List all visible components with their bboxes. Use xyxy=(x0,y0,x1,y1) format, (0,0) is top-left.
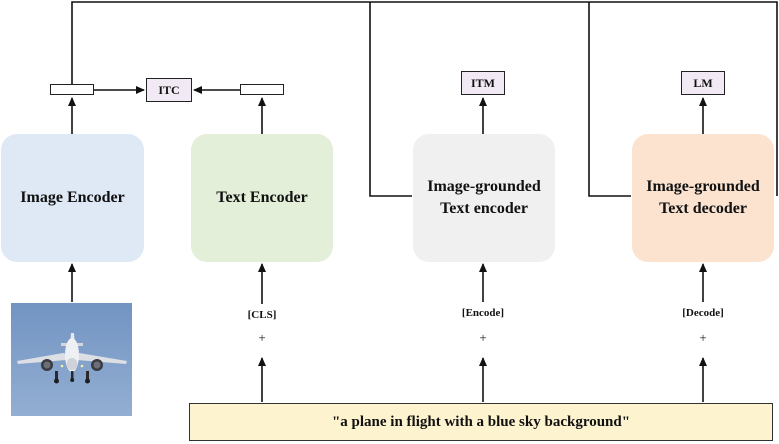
connector-to-grounded-decoder xyxy=(588,2,631,197)
image-encoder-label: Image Encoder xyxy=(20,189,125,207)
airplane-icon xyxy=(17,333,127,384)
itc-loss-box: ITC xyxy=(146,78,192,102)
plus-sign-encode: + xyxy=(479,330,487,345)
grounded-decoder-label-line1: Image-grounded xyxy=(646,178,760,196)
grounded-encoder-module: Image-grounded Text encoder xyxy=(413,134,555,262)
grounded-decoder-module: Image-grounded Text decoder xyxy=(632,134,774,262)
text-caption-box: "a plane in flight with a blue sky backg… xyxy=(189,403,773,441)
text-encoder-label: Text Encoder xyxy=(216,189,308,207)
image-encoder-module: Image Encoder xyxy=(1,134,144,262)
image-feature-connector xyxy=(71,1,778,196)
grounded-encoder-label-line2: Text encoder xyxy=(440,200,528,217)
cls-token: [CLS] xyxy=(247,309,277,321)
grounded-decoder-label-line2: Text decoder xyxy=(659,200,747,217)
plus-sign-cls: + xyxy=(258,330,266,345)
encode-token: [Encode] xyxy=(461,307,505,319)
image-feature-vector xyxy=(50,84,94,95)
text-encoder-module: Text Encoder xyxy=(191,134,333,262)
itm-loss-box: ITM xyxy=(461,71,505,95)
connector-to-grounded-encoder xyxy=(369,2,412,197)
text-feature-vector xyxy=(240,84,284,95)
decode-token: [Decode] xyxy=(682,307,724,319)
plus-sign-decode: + xyxy=(699,330,707,345)
grounded-encoder-label-line1: Image-grounded xyxy=(427,178,541,196)
airplane-photo xyxy=(11,303,132,416)
lm-loss-box: LM xyxy=(681,71,725,95)
